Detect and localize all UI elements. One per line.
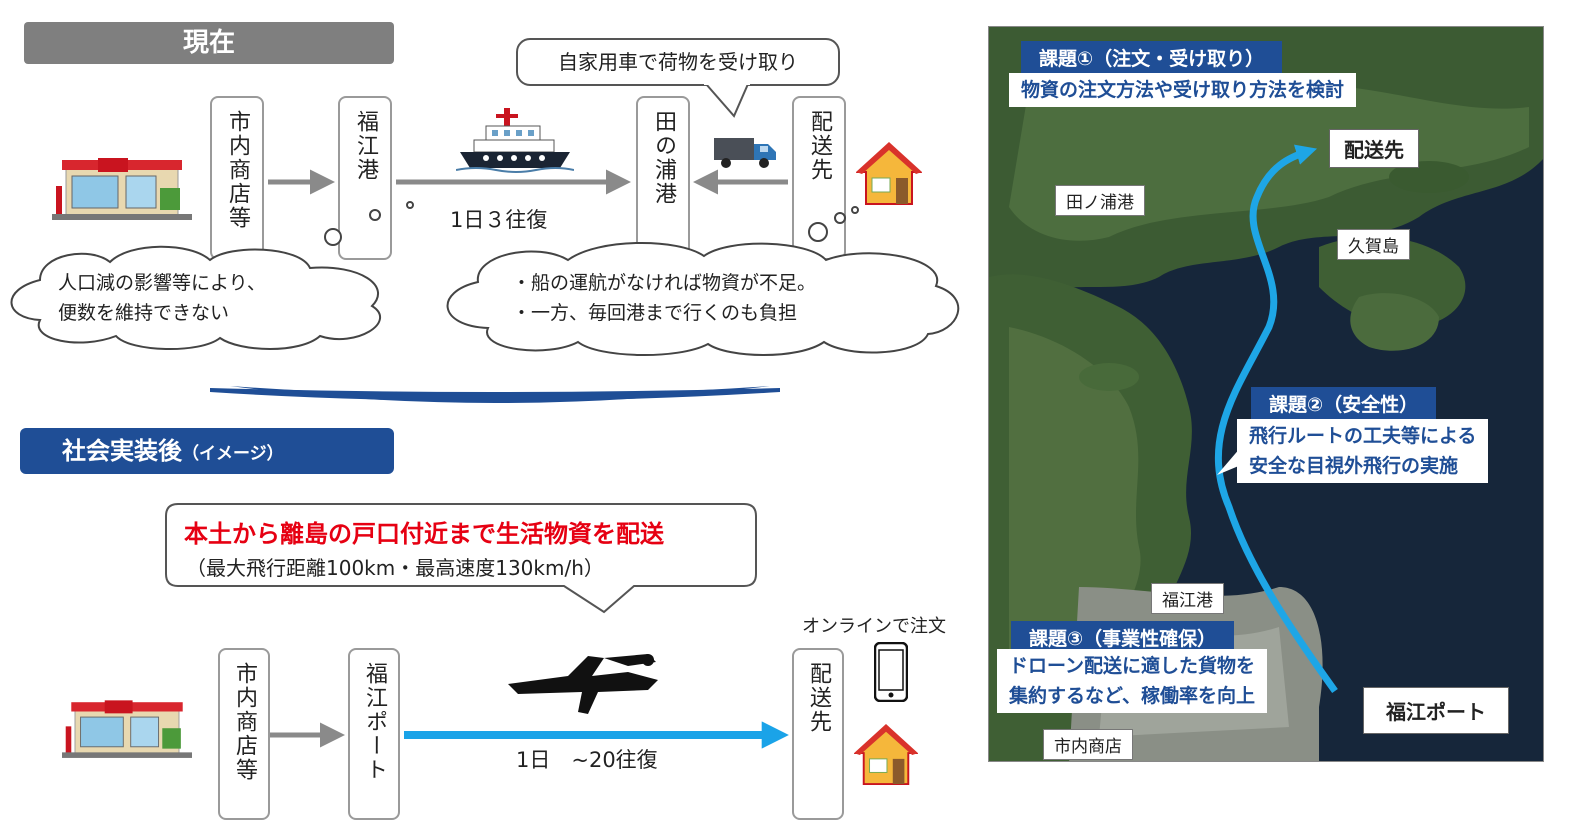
cloud-left-line1: 人口減の影響等により、 bbox=[58, 272, 266, 294]
task2-body-line1: 飛行ルートの工夫等による bbox=[1249, 425, 1477, 447]
task1-body: 物資の注文方法や受け取り方法を検討 bbox=[1009, 73, 1357, 107]
node-city-store: 市内商店等 bbox=[210, 96, 264, 260]
node-label: 福江港 bbox=[353, 110, 378, 182]
house-icon bbox=[856, 142, 922, 205]
satellite-map: 田ノ浦港 久賀島 福江港 市内商店 配送先 福江ポート 課題①（注文・受け取り）… bbox=[988, 26, 1544, 762]
task1-title: 課題①（注文・受け取り） bbox=[1021, 41, 1283, 74]
map-label-kuga: 久賀島 bbox=[1337, 229, 1410, 260]
node-label: 市内商店等 bbox=[232, 662, 257, 782]
cloud-right-line1: ・船の運航がなければ物資が不足。 bbox=[512, 272, 817, 294]
after-callout-main: 本土から離島の戸口付近まで生活物資を配送 bbox=[184, 520, 664, 548]
after-callout-shape bbox=[165, 503, 757, 614]
node-tanoura-port: 田の浦港 bbox=[636, 96, 690, 260]
task2-title: 課題②（安全性） bbox=[1251, 387, 1437, 420]
task3-body: ドローン配送に適した貨物を 集約するなど、稼働率を向上 bbox=[997, 649, 1268, 713]
after-callout-sub: （最大飛行距離100km・最高速度130km/h） bbox=[186, 556, 604, 580]
task2-body-line2: 安全な目視外飛行の実施 bbox=[1249, 455, 1459, 477]
task2-body: 飛行ルートの工夫等による 安全な目視外飛行の実施 bbox=[1237, 419, 1489, 483]
map-label-tanoura: 田ノ浦港 bbox=[1055, 185, 1145, 216]
after-node-fukue-drone-port: 福江ポート bbox=[348, 648, 400, 820]
node-label: 田の浦港 bbox=[651, 110, 676, 206]
cloud-right-line2: ・一方、毎回港まで行くのも負担 bbox=[512, 302, 798, 324]
house-icon bbox=[854, 724, 918, 786]
map-drone-route bbox=[1214, 144, 1338, 694]
node-fukue-port: 福江港 bbox=[338, 96, 392, 260]
truck-icon bbox=[714, 138, 776, 168]
after-header-title: 社会実装後 bbox=[62, 437, 182, 465]
after-header-sub: （イメージ） bbox=[182, 444, 284, 464]
store-icon bbox=[62, 700, 192, 758]
truck-callout: 自家用車で荷物を受け取り bbox=[516, 38, 840, 86]
after-node-city-store: 市内商店等 bbox=[218, 648, 270, 820]
after-node-destination: 配送先 bbox=[792, 648, 844, 820]
after-header: 社会実装後（イメージ） bbox=[20, 428, 394, 474]
map-label-fukue-drone-port: 福江ポート bbox=[1363, 687, 1509, 734]
ferry-frequency-label: 1日３往復 bbox=[450, 208, 548, 232]
node-label: 市内商店等 bbox=[225, 110, 250, 230]
node-destination: 配送先 bbox=[792, 96, 846, 260]
map-label-destination: 配送先 bbox=[1329, 129, 1419, 168]
drone-frequency-label: 1日 ~20往復 bbox=[516, 748, 658, 772]
smartphone-icon bbox=[874, 642, 908, 702]
callout-tail bbox=[704, 84, 750, 118]
task3-body-line2: 集約するなど、稼働率を向上 bbox=[1009, 685, 1256, 707]
task3-body-line1: ドローン配送に適した貨物を bbox=[1009, 655, 1256, 677]
cloud-right bbox=[446, 241, 960, 356]
ferry-icon bbox=[456, 108, 574, 173]
online-order-label: オンラインで注文 bbox=[802, 616, 946, 637]
cloud-left-line2: 便数を維持できない bbox=[58, 302, 230, 324]
map-label-fukue-port: 福江港 bbox=[1151, 583, 1224, 614]
cloud-left bbox=[10, 245, 381, 351]
node-label: 福江ポート bbox=[362, 662, 387, 782]
map-label-city-store: 市内商店 bbox=[1043, 729, 1133, 760]
store-icon bbox=[52, 158, 192, 220]
task2-pointer bbox=[1217, 447, 1241, 475]
task3-title: 課題③（事業性確保） bbox=[1011, 621, 1235, 654]
current-header: 現在 bbox=[24, 22, 394, 64]
node-label: 配送先 bbox=[806, 662, 831, 734]
node-label: 配送先 bbox=[807, 110, 832, 182]
drone-icon bbox=[508, 654, 658, 714]
